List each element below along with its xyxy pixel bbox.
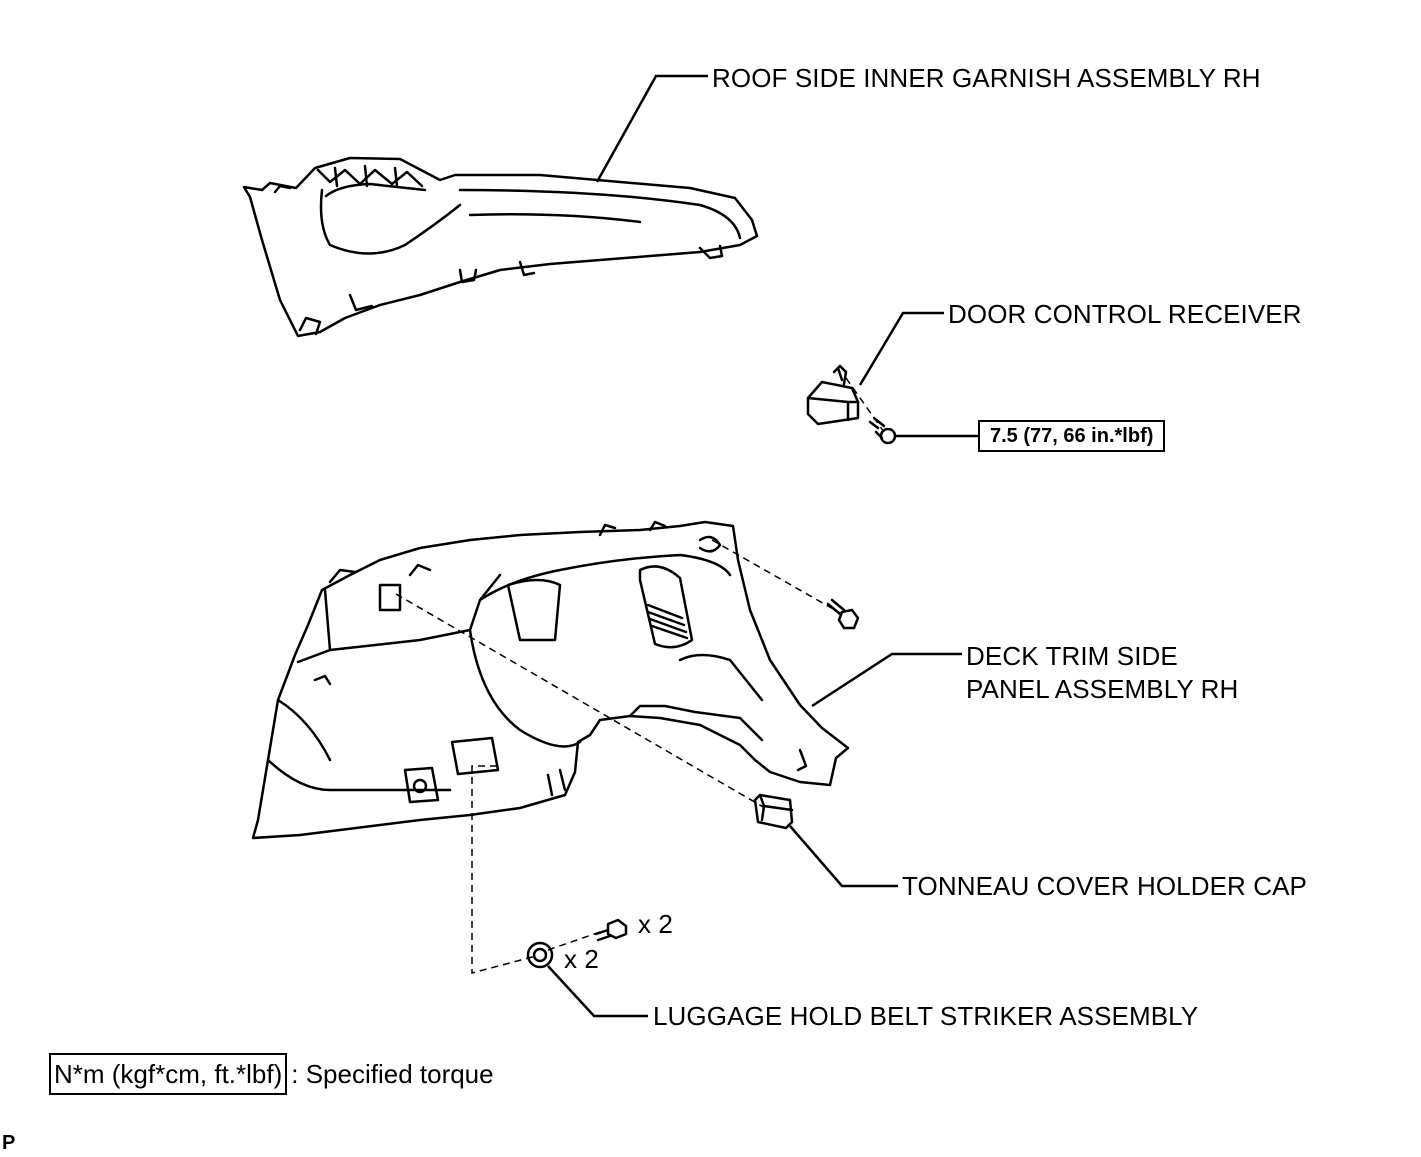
label-luggage-hold-belt-striker: LUGGAGE HOLD BELT STRIKER ASSEMBLY <box>653 1001 1199 1031</box>
label-door-control-receiver: DOOR CONTROL RECEIVER <box>948 299 1302 329</box>
label-deck-trim-side-panel-line1: DECK TRIM SIDE <box>966 641 1178 671</box>
deck-trim-bolt-drawing <box>826 598 860 630</box>
label-roof-side-inner-garnish: ROOF SIDE INNER GARNISH ASSEMBLY RH <box>712 63 1261 93</box>
tonneau-cover-holder-cap-drawing <box>753 793 794 830</box>
label-deck-trim-side-panel-line2: PANEL ASSEMBLY RH <box>966 674 1239 704</box>
installation-dashed-lines <box>395 377 885 974</box>
label-quantity-striker: x 2 <box>564 944 599 974</box>
door-control-receiver-drawing <box>806 364 860 426</box>
luggage-hold-belt-striker-drawing <box>526 941 554 969</box>
roof-side-inner-garnish-drawing <box>242 156 759 338</box>
label-quantity-bolt: x 2 <box>638 909 673 939</box>
legend-description: : Specified torque <box>291 1058 494 1089</box>
deck-trim-side-panel-drawing <box>251 520 850 840</box>
legend-unit-box: N*m (kgf*cm, ft.*lbf) <box>49 1053 288 1095</box>
torque-legend: N*m (kgf*cm, ft.*lbf) : Specified torque <box>49 1052 494 1096</box>
leader-lines <box>547 74 978 1018</box>
label-tonneau-cover-holder-cap: TONNEAU COVER HOLDER CAP <box>902 871 1307 901</box>
striker-bolt-drawing <box>594 918 628 942</box>
torque-value-receiver-bolt: 7.5 (77, 66 in.*lbf) <box>978 420 1166 452</box>
corner-mark: P <box>2 1132 16 1154</box>
